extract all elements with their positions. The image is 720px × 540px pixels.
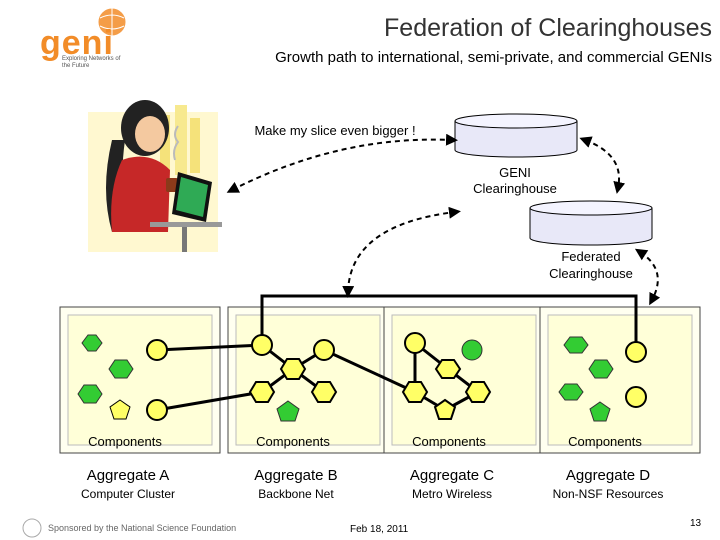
aggregate-b-nodes bbox=[248, 334, 338, 422]
aggregate-c-type: Metro Wireless bbox=[411, 487, 492, 501]
aggregate-d-components-label: Components bbox=[568, 434, 642, 449]
logo-tagline: Exploring Networks of the Future bbox=[62, 56, 121, 69]
page-subtitle: Growth path to international, semi-priva… bbox=[275, 49, 712, 66]
nsf-seal-icon bbox=[22, 518, 42, 538]
geni-globe-icon bbox=[97, 7, 127, 37]
aggregate-a-nodes bbox=[77, 334, 168, 421]
aggregate-b-components-label: Components bbox=[256, 434, 330, 449]
federated-clearinghouse-label: Federated Clearinghouse bbox=[531, 248, 651, 282]
page-number: 13 bbox=[690, 518, 702, 529]
aggregate-b-title: Aggregate B bbox=[254, 467, 338, 484]
aggregate-d-title: Aggregate D bbox=[565, 467, 651, 484]
aggregate-c-title: Aggregate C bbox=[409, 467, 495, 484]
aggregate-c-nodes bbox=[401, 332, 492, 420]
aggregate-b-type: Backbone Net bbox=[258, 487, 334, 501]
user-illustration bbox=[88, 100, 222, 252]
aggregate-c-components-label: Components bbox=[412, 434, 486, 449]
geni-clearinghouse-label-line2: Clearinghouse bbox=[473, 181, 557, 196]
federated-clearinghouse-label-line2: Clearinghouse bbox=[549, 266, 633, 281]
federated-clearinghouse-label-line1: Federated bbox=[561, 249, 621, 264]
aggregate-a-type: Computer Cluster bbox=[80, 487, 176, 501]
request-arrows bbox=[226, 133, 661, 306]
user-request-label: Make my slice even bigger ! bbox=[254, 123, 416, 138]
footer-date: Feb 18, 2011 bbox=[350, 524, 409, 535]
federated-clearinghouse-db-icon bbox=[529, 200, 653, 246]
aggregate-d-type: Non-NSF Resources bbox=[552, 487, 664, 501]
aggregate-d-nodes bbox=[558, 336, 647, 422]
geni-logo bbox=[30, 4, 140, 76]
aggregate-a-title: Aggregate A bbox=[86, 467, 170, 484]
aggregate-a-components-label: Components bbox=[88, 434, 162, 449]
geni-clearinghouse-db-icon bbox=[454, 113, 578, 158]
footer-sponsor: Sponsored by the National Science Founda… bbox=[48, 523, 237, 533]
aggregate-panels bbox=[59, 306, 701, 454]
geni-clearinghouse-label: GENI Clearinghouse bbox=[455, 165, 575, 197]
page-title: Federation of Clearinghouses bbox=[384, 14, 712, 42]
geni-clearinghouse-label-line1: GENI bbox=[499, 165, 531, 180]
logo-wordmark: geni bbox=[40, 24, 114, 62]
